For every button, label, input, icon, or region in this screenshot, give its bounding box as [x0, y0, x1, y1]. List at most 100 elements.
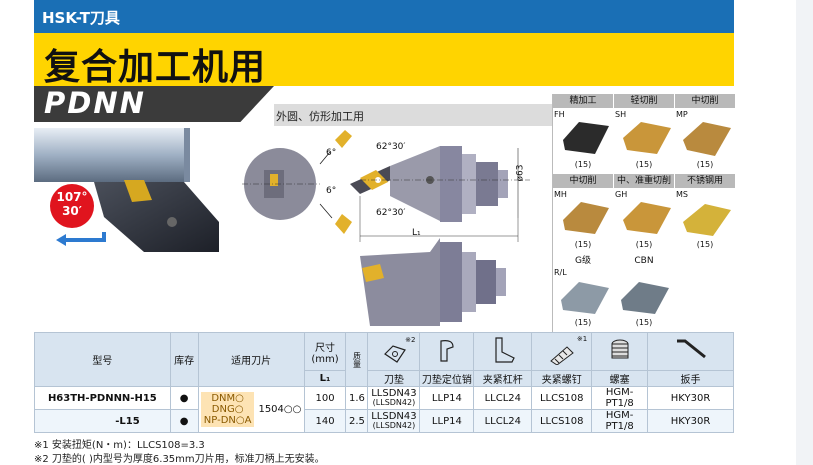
tool-photo — [34, 128, 219, 252]
shim-icon — [383, 345, 406, 363]
insert-images-row2 — [563, 202, 731, 236]
model-banner — [34, 86, 274, 122]
angle-badge — [50, 184, 94, 228]
insert-code-ms: MS — [676, 190, 688, 199]
row2-shim: LLSDN43 (LLSDN42) — [367, 409, 421, 433]
insert-codes: DNM○ DNG○ NP-DN○A — [200, 392, 255, 427]
table-row: H63TH-PDNNN-H15 ● DNM○ DNG○ NP-DN○A 1504… — [34, 386, 734, 433]
row2-wrench: HKY30R — [647, 409, 734, 433]
row1-screw: LLCS108 — [531, 386, 593, 410]
angle-a: 6° — [326, 148, 337, 158]
row1-mass: 1.6 — [345, 386, 369, 410]
angle-badge-bottom: 30′ — [62, 204, 82, 218]
insert-count-fh: (15) — [574, 160, 592, 169]
col-shim-icon: ※2 — [367, 332, 421, 371]
angle-d: 62°30′ — [376, 208, 406, 218]
insert-head-mh: 中切削 — [553, 174, 613, 188]
col-screw-icon: ※1 — [531, 332, 593, 371]
row2-pin: LLP14 — [419, 409, 475, 433]
col-lever-icon — [473, 332, 533, 371]
insert-images-row3 — [561, 282, 669, 314]
row1-model: H63TH-PDNNN-H15 — [34, 386, 171, 410]
insert-code-gh: GH — [615, 190, 628, 199]
insert-code-rl: R/L — [554, 268, 567, 277]
clamp-lever-icon — [495, 337, 515, 363]
row1-stock: ● — [169, 386, 199, 410]
technical-drawing — [242, 130, 530, 326]
subtitle-band — [274, 104, 552, 126]
row2-plug: HGM-PT1/8 — [591, 409, 649, 433]
insert-count-mp: (15) — [696, 160, 714, 169]
angle-badge-top: 107° — [56, 190, 88, 204]
col-stock: 库存 — [169, 332, 199, 387]
row2-shim-code: LLSDN43 — [371, 411, 417, 422]
row2-lever: LLCL24 — [473, 409, 533, 433]
plug-icon — [611, 339, 629, 359]
header-bar — [34, 0, 734, 33]
row1-pin: LLP14 — [419, 386, 475, 410]
dim-length: L₁ — [412, 228, 421, 238]
shim-mark: ※2 — [405, 336, 416, 344]
row2-stock: ● — [169, 409, 199, 433]
insert-cell: DNM○ DNG○ NP-DN○A 1504○○ — [197, 386, 305, 433]
row2-l1: 140 — [303, 409, 347, 433]
row1-lever: LLCL24 — [473, 386, 533, 410]
col-model: 型号 — [34, 332, 171, 387]
insert-head-gh: 中、准重切削 — [614, 174, 674, 188]
insert-code-1: DNM○ — [211, 393, 244, 404]
col-screw: 夹紧螺钉 — [531, 370, 593, 387]
insert-code-2: DNG○ — [211, 404, 244, 415]
row2-model: -L15 — [34, 409, 171, 433]
col-lever: 夹紧杠杆 — [473, 370, 533, 387]
row2-shim-alt: (LLSDN42) — [372, 421, 416, 430]
angle-b: 6° — [326, 186, 337, 196]
insert-count-ms: (15) — [696, 240, 714, 249]
col-insert: 适用刀片 — [197, 332, 305, 387]
insert-head-cbn: CBN — [634, 256, 654, 266]
wrench-icon — [676, 339, 706, 359]
page-title: 复合加工机用 — [44, 47, 267, 88]
row1-shim-alt: (LLSDN42) — [372, 398, 416, 407]
insert-code-mh: MH — [554, 190, 567, 199]
screw-mark: ※1 — [576, 335, 588, 343]
insert-head-fh: 精加工 — [553, 94, 613, 108]
spec-table: 型号 库存 适用刀片 尺寸 (mm) 质量 ※2 ※1 L₁ — [34, 332, 734, 433]
title-band — [34, 33, 734, 86]
clamp-screw-icon — [549, 346, 574, 366]
row2-mass: 2.5 — [345, 409, 369, 433]
col-size-label: 尺寸 — [315, 342, 336, 354]
insert-images-row1 — [563, 122, 731, 156]
col-pin-icon — [419, 332, 475, 371]
note-2: ※2 刀垫的( )内型号为厚度6.35mm刀片用，标准刀柄上无安装。 — [34, 454, 325, 465]
row1-shim-code: LLSDN43 — [371, 388, 417, 399]
insert-code-sh: SH — [615, 110, 627, 119]
angle-c: 62°30′ — [376, 142, 406, 152]
insert-code-mp: MP — [676, 110, 688, 119]
insert-code-fh: FH — [554, 110, 565, 119]
col-plug: 螺塞 — [591, 370, 649, 387]
insert-head-mp: 中切削 — [675, 94, 735, 108]
insert-code-3: NP-DN○A — [203, 415, 252, 426]
col-wrench: 扳手 — [647, 370, 734, 387]
dim-diameter: ø63 — [515, 164, 526, 182]
row1-plug: HGM-PT1/8 — [591, 386, 649, 410]
scrollbar-track[interactable] — [796, 0, 813, 465]
insert-head-g: G级 — [575, 256, 591, 266]
col-pin: 刀垫定位销 — [419, 370, 475, 387]
subtitle: 外圆、仿形加工用 — [276, 110, 364, 123]
table-row: -L15 ● 140 2.5 LLSDN43 (LLSDN42) LLP14 L… — [34, 409, 734, 433]
row2-screw: LLCS108 — [531, 409, 593, 433]
header-title: HSK-T刀具 — [42, 9, 120, 27]
col-wrench-icon — [647, 332, 734, 371]
insert-count-gh: (15) — [635, 240, 653, 249]
insert-size: 1504○○ — [258, 404, 302, 415]
insert-grid: 精加工 轻切削 中切削 FH SH MP (15) (15) (15) 中切削 … — [552, 94, 735, 332]
col-size-unit: (mm) — [311, 353, 339, 365]
insert-head-ms: 不锈钢用 — [675, 174, 735, 188]
col-mass: 质量 — [345, 332, 369, 387]
col-mass-label: 质量 — [352, 351, 362, 368]
shim-pin-icon — [440, 340, 454, 362]
model-name: PDNN — [44, 86, 146, 120]
insert-count-mh: (15) — [574, 240, 592, 249]
note-1: ※1 安装扭矩(N・m)：LLCS108=3.3 — [34, 440, 205, 451]
